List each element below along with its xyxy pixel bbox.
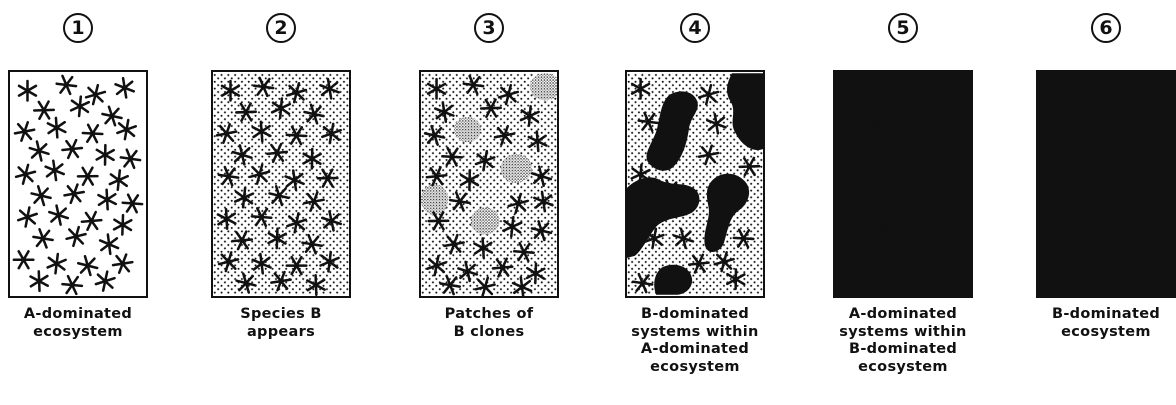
b-clone-patch xyxy=(471,207,500,234)
stage-number-6: 6 xyxy=(1091,13,1121,43)
stage-2: 2 Species B appears xyxy=(211,0,351,405)
caption-line: B clones xyxy=(399,324,579,342)
b-dominated-ecosystem-panel xyxy=(1038,72,1174,296)
caption-line: appears xyxy=(191,324,371,342)
stage-number-5: 5 xyxy=(888,13,918,43)
caption-line: A-dominated xyxy=(813,306,993,324)
stage-5: 5 A-dominated systems within B-dominated… xyxy=(833,0,973,405)
stage-4-caption: B-dominated systems within A-dominated e… xyxy=(605,306,785,376)
stage-6-panel xyxy=(1036,70,1176,298)
b-clone-patch xyxy=(454,117,481,142)
stage-6-caption: B-dominated ecosystem xyxy=(1016,306,1176,341)
patches-of-b-clones-panel xyxy=(421,72,557,296)
stage-4: 4 B-dominated systems within A-dominated… xyxy=(625,0,765,405)
caption-line: ecosystem xyxy=(813,359,993,377)
caption-line: ecosystem xyxy=(0,324,168,342)
caption-line: B-dominated xyxy=(605,306,785,324)
stage-5-panel xyxy=(833,70,973,298)
stage-number-4: 4 xyxy=(680,13,710,43)
caption-line: A-dominated xyxy=(0,306,168,324)
species-b-appears-panel xyxy=(213,72,349,296)
b-clone-patch xyxy=(501,154,532,183)
caption-line: systems within xyxy=(605,324,785,342)
caption-line: systems within xyxy=(813,324,993,342)
caption-line: Species B xyxy=(191,306,371,324)
b-clone-patch xyxy=(421,184,448,215)
stage-3-caption: Patches of B clones xyxy=(399,306,579,341)
b-dominated-systems-within-a-panel xyxy=(627,72,763,296)
stage-1-caption: A-dominated ecosystem xyxy=(0,306,168,341)
stage-number-2: 2 xyxy=(266,13,296,43)
stage-1: 1 A-dominated ecosystem xyxy=(8,0,148,405)
stage-number-3: 3 xyxy=(474,13,504,43)
caption-line: B-dominated xyxy=(1016,306,1176,324)
stage-6: 6 B-dominated ecosystem xyxy=(1036,0,1176,405)
stage-3: 3 Patches of B clones xyxy=(419,0,559,405)
stage-number-1: 1 xyxy=(63,13,93,43)
a-dominated-systems-within-b-panel xyxy=(835,72,971,296)
caption-line: Patches of xyxy=(399,306,579,324)
caption-line: A-dominated xyxy=(605,341,785,359)
stage-1-panel xyxy=(8,70,148,298)
stage-2-panel xyxy=(211,70,351,298)
stage-4-panel xyxy=(625,70,765,298)
a-dominated-ecosystem-panel xyxy=(10,72,146,296)
stage-5-caption: A-dominated systems within B-dominated e… xyxy=(813,306,993,376)
caption-line: B-dominated xyxy=(813,341,993,359)
stage-2-caption: Species B appears xyxy=(191,306,371,341)
caption-line: ecosystem xyxy=(1016,324,1176,342)
stage-3-panel xyxy=(419,70,559,298)
caption-line: ecosystem xyxy=(605,359,785,377)
